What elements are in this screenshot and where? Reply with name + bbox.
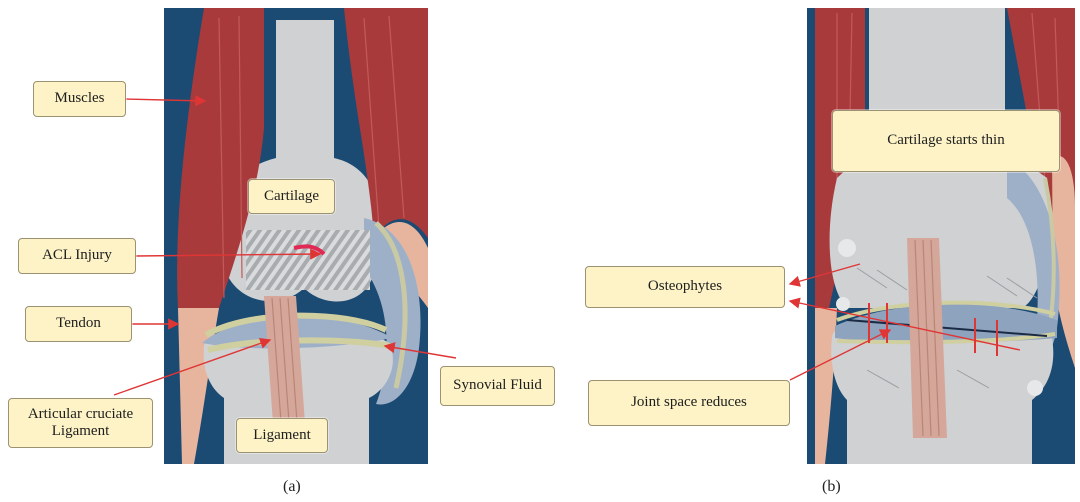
label-joint-space-reduces: Joint space reduces xyxy=(588,380,790,426)
knee-joint-osteoarthritis-illustration xyxy=(807,8,1075,464)
label-ligament: Ligament xyxy=(236,418,328,453)
osteophyte xyxy=(838,239,856,257)
osteophyte xyxy=(1027,380,1043,396)
acl-injury-inset xyxy=(246,230,370,290)
osteophyte xyxy=(836,297,850,311)
femur-shaft xyxy=(276,20,334,158)
caption-a: (a) xyxy=(283,478,301,496)
label-articular-cruciate-ligament: Articular cruciate Ligament xyxy=(8,398,153,448)
label-osteophytes: Osteophytes xyxy=(585,266,785,308)
caption-b: (b) xyxy=(822,478,841,496)
label-muscles: Muscles xyxy=(33,81,126,117)
label-tendon: Tendon xyxy=(25,306,132,342)
label-synovial-fluid: Synovial Fluid xyxy=(440,366,555,406)
label-cartilage-starts-thin: Cartilage starts thin xyxy=(832,110,1060,172)
label-acl-injury: ACL Injury xyxy=(18,238,136,274)
label-cartilage: Cartilage xyxy=(248,179,335,214)
knee-joint-healthy-illustration xyxy=(164,8,428,464)
